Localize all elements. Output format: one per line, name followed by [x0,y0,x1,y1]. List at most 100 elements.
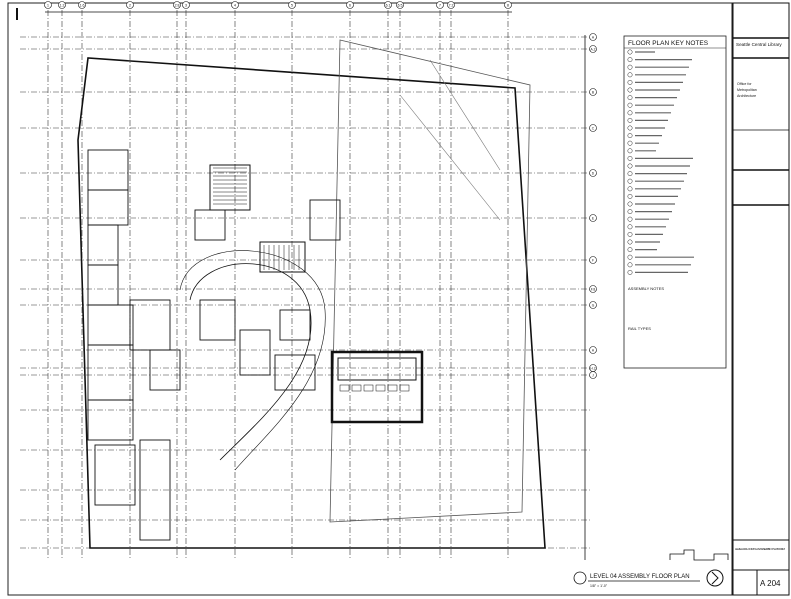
grid-label-col: 1.6 [80,4,85,8]
grid-bubble-col [447,1,455,9]
grid-bubble-col [44,1,52,9]
grid-bubble-col [288,1,296,9]
drawing-title: LEVEL 04 ASSEMBLY FLOOR PLAN [590,574,690,580]
room [87,399,134,441]
grid-bubble-col [173,1,181,9]
core-east [330,350,424,424]
room [87,149,129,191]
grid-label-row: B [592,90,595,94]
grid-label-col: 6.5 [398,4,403,8]
grid-label-row: F.8 [591,287,596,291]
key-note-marker [627,117,633,123]
grid-bubble-col [182,1,190,9]
stair-north [209,164,251,211]
grid-label-col: 6 [349,4,351,8]
grid-bubble-row [589,214,597,222]
grid-bubble-col [384,1,392,9]
grid-label-col: 7.2 [449,4,454,8]
project-name: Seattle Central Library [736,42,782,47]
grid-bubble-col [126,1,134,9]
key-note-marker [627,239,633,245]
grid-bubble-row [589,301,597,309]
key-note-marker [627,57,633,63]
key-note-marker [627,178,633,184]
grid-bubble-row [589,285,597,293]
grid-label-col: 1 [47,4,49,8]
key-note-marker [627,95,633,101]
stair-center [259,241,306,273]
rooms [87,149,341,541]
key-note-marker [627,247,633,253]
fixture [387,384,398,392]
grid-bubble-col [396,1,404,9]
stair-treads [213,167,410,392]
grid-label-row: D [592,171,595,175]
room [129,299,171,351]
key-note-marker [627,155,633,161]
room [87,304,134,346]
key-note-marker [627,216,633,222]
architect-line-2: Metropolitan [737,88,757,92]
room [139,439,171,541]
key-note-marker [627,125,633,131]
grid-bubble-col [504,1,512,9]
grid-label-col: 3 [185,4,187,8]
grid-label-col: 2 [129,4,131,8]
building-outline [77,57,546,549]
key-note-marker [627,171,633,177]
room [87,189,129,226]
fixture [351,384,362,392]
key-note-marker [627,49,633,55]
grid-bubble-row [589,124,597,132]
key-note-marker [627,193,633,199]
grid-label-col: 4 [234,4,236,8]
title-block: Seattle Central Library Office for Metro… [732,2,790,596]
grid-label-col: 2.8 [175,4,180,8]
room [87,344,134,401]
key-note-marker [627,148,633,154]
room [87,224,119,266]
scale-bar [669,549,729,561]
key-note-marker [627,110,633,116]
key-note-marker [627,64,633,70]
grid-bubble-row [589,33,597,41]
room [239,329,271,376]
grid-label-row: C [592,126,595,130]
key-note-marker [627,201,633,207]
grid-label-row: H.2 [590,366,595,370]
grid-bubble-col [231,1,239,9]
room [194,209,226,241]
fixture [399,384,410,392]
key-note-marker [627,231,633,237]
room [87,264,119,306]
sheet-number: A 204 [760,579,781,588]
grid-bubble-col [436,1,444,9]
key-notes-title: FLOOR PLAN KEY NOTES [628,40,709,47]
grid-label-row: A [592,35,595,39]
key-note-marker [627,79,633,85]
grid-label-row: H [592,348,595,352]
key-note-marker [627,209,633,215]
drawing-title-group: LEVEL 04 ASSEMBLY FLOOR PLAN 1/8" = 1'-0… [573,549,729,588]
grid-bubble-row [589,346,597,354]
grid-label-col: 8 [507,4,509,8]
grid-label-row: J [592,373,594,377]
grid-bubble-col [58,1,66,9]
architect-line-3: Architecture [737,94,756,98]
drawing-scale: 1/8" = 1'-0" [590,584,608,588]
grid-label-col: 7 [439,4,441,8]
fixture [375,384,386,392]
key-note-marker [627,72,633,78]
north-arrow-icon [706,569,724,587]
key-note-marker [627,133,633,139]
key-note-marker [627,186,633,192]
key-note-marker [627,87,633,93]
grid-label-row: E [592,216,595,220]
grid-label-col: 5 [291,4,293,8]
core-east-inner [337,357,417,381]
floor-plate [329,39,531,523]
grid-bubble-row [589,88,597,96]
key-note-marker [627,262,633,268]
